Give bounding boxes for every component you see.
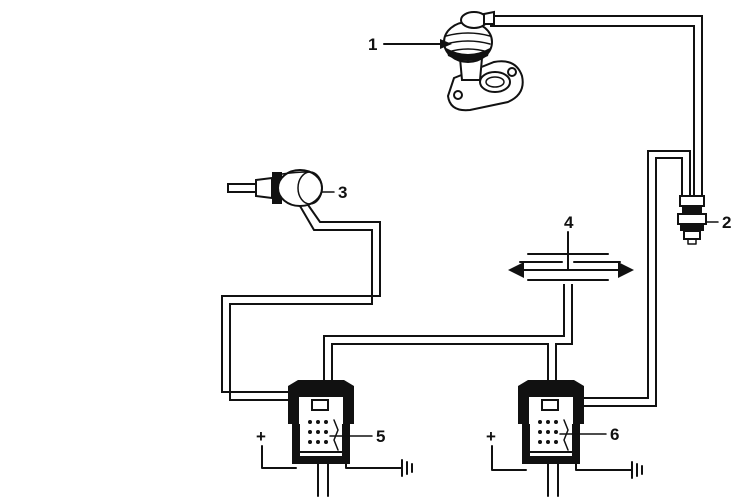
plus-sign-right: +: [486, 427, 496, 446]
flow-direction-arrows: [508, 231, 634, 281]
hose-sensor2-to-valve6: [578, 150, 691, 407]
solenoid-valve-right: [518, 380, 584, 497]
label-5: 5: [376, 427, 385, 446]
hose-valve1-to-sensor2: [490, 15, 703, 198]
thermo-valve: [227, 169, 323, 207]
hose-sensor3-to-valve5: [221, 201, 381, 401]
sensor-fitting: [677, 195, 707, 245]
wiring-left: [261, 445, 413, 477]
label-2: 2: [722, 213, 731, 232]
hose-intake-to-valves: [323, 284, 573, 384]
solenoid-valve-left: [288, 380, 354, 497]
coil-left: [308, 419, 339, 451]
plus-sign-left: +: [256, 427, 266, 446]
label-6: 6: [610, 425, 619, 444]
wiring-right: [491, 445, 643, 479]
label-4: 4: [564, 213, 574, 232]
label-3: 3: [338, 183, 347, 202]
ground-symbol-left: [401, 459, 413, 477]
label-1: 1: [368, 35, 377, 54]
ground-symbol-right: [631, 461, 643, 479]
egr-valve: [443, 10, 524, 112]
coil-right: [538, 419, 569, 451]
leader-line-1: [383, 39, 452, 49]
